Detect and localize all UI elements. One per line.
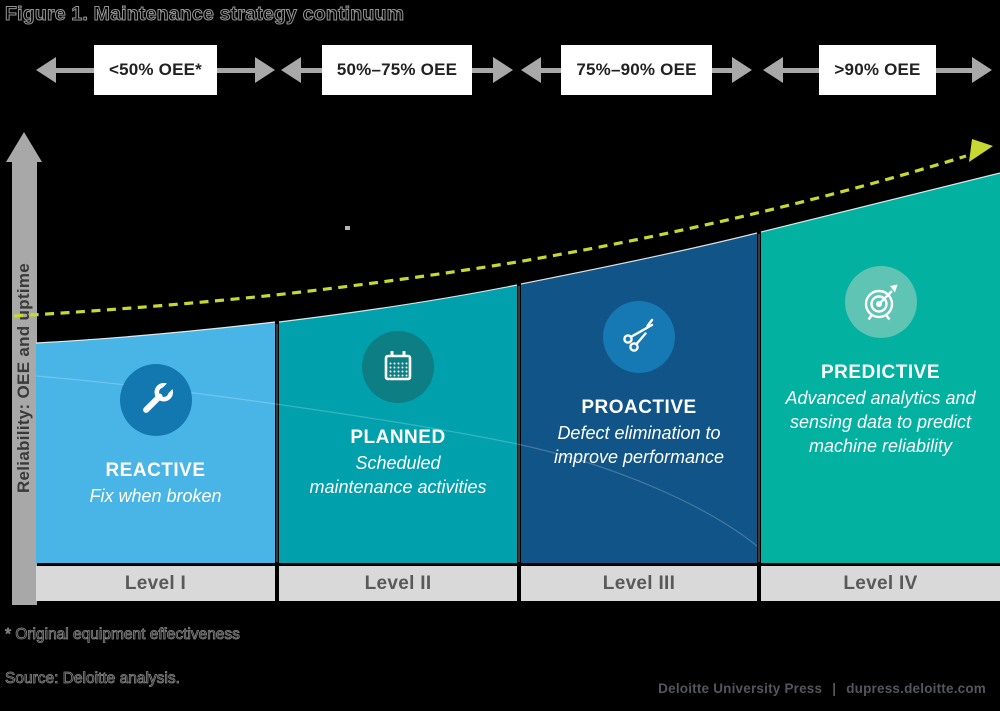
stage-description: Defect elimination to improve performanc… — [553, 423, 725, 467]
level-bar-3: Level III — [521, 566, 757, 601]
oee-range-segment-3: 75%–90% OEE — [521, 45, 752, 95]
stage-description: Advanced analytics and sensing data to p… — [785, 388, 976, 456]
arrow-line — [541, 67, 562, 73]
oee-range-label: 75%–90% OEE — [561, 45, 712, 95]
oee-range-segment-2: 50%–75% OEE — [281, 45, 513, 95]
arrow-line — [711, 67, 732, 73]
stage-icon-circle — [844, 266, 917, 338]
footer: Deloitte University Press | dupress.delo… — [658, 681, 986, 696]
level-bar-2: Level II — [279, 566, 517, 601]
column-top-edge — [278, 284, 518, 323]
target-icon — [864, 284, 897, 321]
oee-range-label: 50%–75% OEE — [321, 45, 473, 95]
stage-name: PROACTIVE — [581, 397, 697, 418]
level-bar-4: Level IV — [761, 566, 1000, 601]
stage-column-reactive — [36, 322, 275, 563]
wrench-icon — [142, 381, 174, 413]
stage-column-proactive — [521, 233, 757, 563]
figure-title: Figure 1. Maintenance strategy continuum — [4, 3, 405, 26]
reliability-axis-arrow: Reliability: OEE and uptime — [6, 132, 42, 605]
stage-planned: PLANNED Scheduled maintenance activities — [279, 331, 517, 500]
stage-name: PREDICTIVE — [820, 362, 941, 383]
arrow-line — [56, 67, 94, 73]
footer-url: dupress.deloitte.com — [846, 681, 986, 696]
footnote-oee-definition: * Original equipment effectiveness — [5, 626, 241, 644]
dashed-trend-line — [13, 154, 967, 318]
oee-range-segment-1: <50% OEE* — [36, 45, 275, 95]
arrow-line — [217, 67, 255, 73]
arrow-line — [783, 67, 820, 73]
scissors-icon — [623, 318, 654, 352]
stage-name: REACTIVE — [105, 460, 206, 481]
arrow-line — [472, 67, 493, 73]
stage-description: Fix when broken — [89, 486, 222, 506]
stage-column-predictive — [761, 173, 1000, 563]
stage-column-planned — [279, 285, 517, 563]
oee-range-label: >90% OEE — [819, 45, 936, 95]
arrow-line — [301, 67, 322, 73]
footer-separator: | — [832, 681, 837, 696]
trend-arrowhead-icon — [969, 139, 993, 162]
column-top-edge — [760, 172, 1000, 233]
stage-predictive: PREDICTIVE Advanced analytics and sensin… — [761, 266, 1000, 458]
footer-publisher: Deloitte University Press — [658, 681, 823, 696]
stage-description: Scheduled maintenance activities — [309, 453, 487, 497]
axis-shaft — [11, 162, 37, 605]
column-top-edge — [35, 321, 276, 344]
stage-name: PLANNED — [350, 427, 446, 448]
calendar-icon — [384, 351, 412, 381]
stage-reactive: REACTIVE Fix when broken — [36, 364, 275, 509]
footnote-source: Source: Deloitte analysis. — [5, 670, 181, 688]
oee-range-label: <50% OEE* — [94, 45, 217, 95]
oee-range-segment-4: >90% OEE — [763, 45, 992, 95]
stage-icon-circle — [603, 301, 675, 373]
column-top-edge — [520, 232, 758, 285]
stage-proactive: PROACTIVE Defect elimination to improve … — [521, 301, 757, 470]
stage-icon-circle — [362, 331, 434, 403]
stage-icon-circle — [119, 364, 192, 436]
stray-dot-artifact — [345, 226, 350, 230]
level-bar-1: Level I — [36, 566, 275, 601]
arrow-line — [935, 67, 972, 73]
